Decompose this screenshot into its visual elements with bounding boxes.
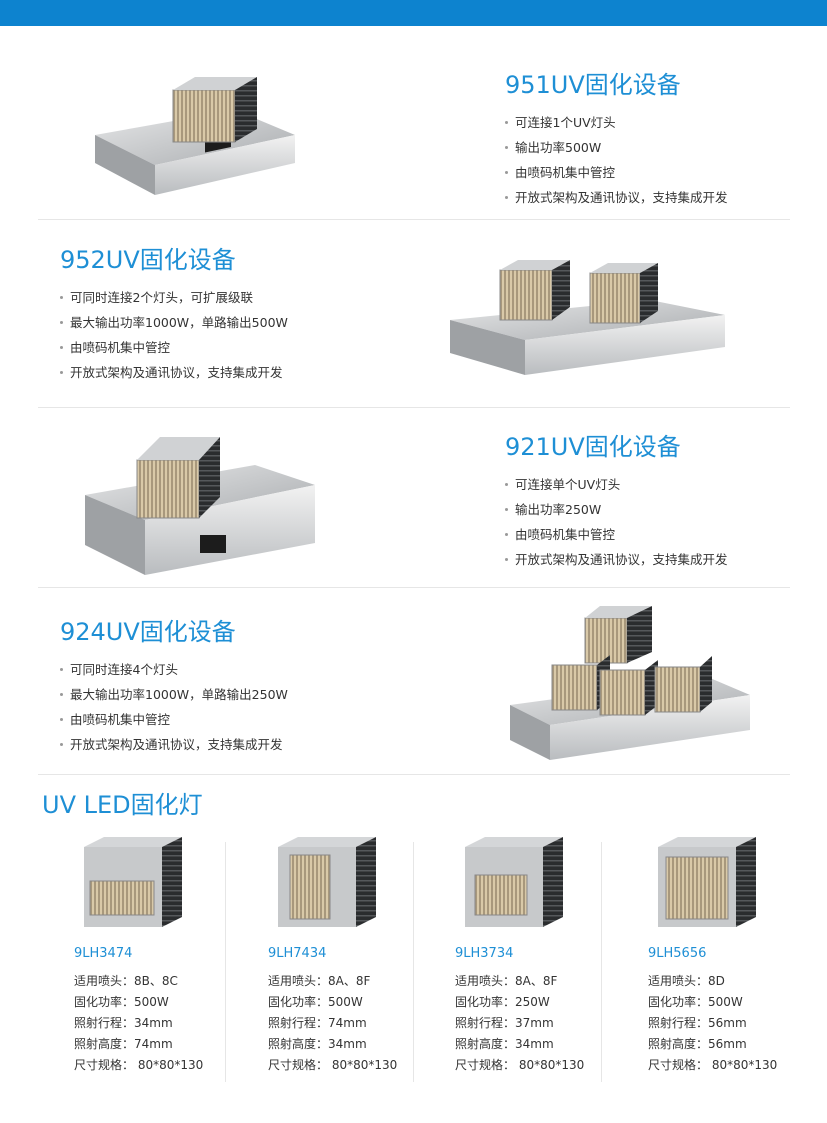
section-divider <box>38 774 790 775</box>
spec-line: 照射高度：56mm <box>648 1037 747 1051</box>
product-title: 921UV固化设备 <box>505 433 681 461</box>
feature-item: 可连接单个UV灯头 <box>505 472 728 497</box>
feature-item: 由喷码机集中管控 <box>60 707 288 732</box>
feature-item: 开放式架构及通讯协议，支持集成开发 <box>505 547 728 572</box>
spec-line: 照射行程：74mm <box>268 1016 367 1030</box>
lamp-specs: 适用喷头：8D 固化功率：500W 照射行程：56mm 照射高度：56mm 尺寸… <box>648 971 827 1076</box>
feature-item: 最大输出功率1000W，单路输出500W <box>60 310 288 335</box>
spec-line: 固化功率：500W <box>648 995 743 1009</box>
bullet-dot-icon <box>505 533 508 536</box>
column-divider <box>225 842 226 1082</box>
bullet-dot-icon <box>60 743 63 746</box>
product-921: 921UV固化设备 可连接单个UV灯头 输出功率250W 由喷码机集中管控 开放… <box>505 432 728 572</box>
feature-item: 开放式架构及通讯协议，支持集成开发 <box>60 732 288 757</box>
feature-item: 输出功率250W <box>505 497 728 522</box>
section-divider <box>38 219 790 220</box>
lamp-9lh3734: 9LH3734 适用喷头：8A、8F 固化功率：250W 照射行程：37mm 照… <box>455 835 635 1076</box>
spec-line: 固化功率：250W <box>455 995 550 1009</box>
bullet-dot-icon <box>505 146 508 149</box>
lamp-specs: 适用喷头：8A、8F 固化功率：500W 照射行程：74mm 照射高度：34mm… <box>268 971 448 1076</box>
bullet-dot-icon <box>505 483 508 486</box>
feature-list: 可连接1个UV灯头 输出功率500W 由喷码机集中管控 开放式架构及通讯协议，支… <box>505 110 728 210</box>
lamp-image <box>465 837 563 927</box>
lamp-model: 9LH3474 <box>74 946 133 961</box>
lamp-specs: 适用喷头：8A、8F 固化功率：250W 照射行程：37mm 照射高度：34mm… <box>455 971 635 1076</box>
feature-item: 由喷码机集中管控 <box>505 522 728 547</box>
bullet-dot-icon <box>60 693 63 696</box>
feature-list: 可连接单个UV灯头 输出功率250W 由喷码机集中管控 开放式架构及通讯协议，支… <box>505 472 728 572</box>
feature-item: 最大输出功率1000W，单路输出250W <box>60 682 288 707</box>
feature-item: 可连接1个UV灯头 <box>505 110 728 135</box>
bullet-dot-icon <box>505 171 508 174</box>
bullet-dot-icon <box>60 346 63 349</box>
spec-line: 尺寸规格： 80*80*130 <box>268 1058 398 1072</box>
feature-list: 可同时连接2个灯头，可扩展级联 最大输出功率1000W，单路输出500W 由喷码… <box>60 285 288 385</box>
bullet-dot-icon <box>60 371 63 374</box>
bullet-dot-icon <box>60 296 63 299</box>
lamp-9lh7434: 9LH7434 适用喷头：8A、8F 固化功率：500W 照射行程：74mm 照… <box>268 835 448 1076</box>
column-divider <box>413 842 414 1082</box>
feature-item: 由喷码机集中管控 <box>60 335 288 360</box>
lamp-image <box>278 837 376 927</box>
spec-line: 适用喷头：8D <box>648 974 725 988</box>
spec-line: 照射高度：34mm <box>268 1037 367 1051</box>
lamp-specs: 适用喷头：8B、8C 固化功率：500W 照射行程：34mm 照射高度：74mm… <box>74 971 254 1076</box>
spec-line: 适用喷头：8A、8F <box>455 974 558 988</box>
spec-line: 照射行程：37mm <box>455 1016 554 1030</box>
lamp-image <box>84 837 182 927</box>
product-image-921 <box>75 425 325 585</box>
lamp-model: 9LH3734 <box>455 946 514 961</box>
spec-line: 照射高度：74mm <box>74 1037 173 1051</box>
spec-line: 尺寸规格： 80*80*130 <box>648 1058 778 1072</box>
feature-list: 可同时连接4个灯头 最大输出功率1000W，单路输出250W 由喷码机集中管控 … <box>60 657 288 757</box>
lamp-9lh3474: 9LH3474 适用喷头：8B、8C 固化功率：500W 照射行程：34mm 照… <box>74 835 254 1076</box>
feature-item: 输出功率500W <box>505 135 728 160</box>
bullet-dot-icon <box>505 558 508 561</box>
product-952: 952UV固化设备 可同时连接2个灯头，可扩展级联 最大输出功率1000W，单路… <box>60 245 288 385</box>
product-image-952 <box>440 245 730 385</box>
bullet-dot-icon <box>60 718 63 721</box>
spec-line: 固化功率：500W <box>268 995 363 1009</box>
lamp-model: 9LH5656 <box>648 946 707 961</box>
bullet-dot-icon <box>505 121 508 124</box>
section-divider <box>38 587 790 588</box>
lamp-9lh5656: 9LH5656 适用喷头：8D 固化功率：500W 照射行程：56mm 照射高度… <box>648 835 827 1076</box>
product-title: 951UV固化设备 <box>505 71 681 99</box>
feature-item: 可同时连接4个灯头 <box>60 657 288 682</box>
product-image-924 <box>500 600 755 765</box>
feature-item: 由喷码机集中管控 <box>505 160 728 185</box>
spec-line: 固化功率：500W <box>74 995 169 1009</box>
bullet-dot-icon <box>505 508 508 511</box>
product-924: 924UV固化设备 可同时连接4个灯头 最大输出功率1000W，单路输出250W… <box>60 617 288 757</box>
feature-item: 开放式架构及通讯协议，支持集成开发 <box>60 360 288 385</box>
spec-line: 照射行程：56mm <box>648 1016 747 1030</box>
product-951: 951UV固化设备 可连接1个UV灯头 输出功率500W 由喷码机集中管控 开放… <box>505 70 728 210</box>
feature-item: 开放式架构及通讯协议，支持集成开发 <box>505 185 728 210</box>
product-title: 952UV固化设备 <box>60 246 236 274</box>
feature-item: 可同时连接2个灯头，可扩展级联 <box>60 285 288 310</box>
bullet-dot-icon <box>60 668 63 671</box>
spec-line: 照射高度：34mm <box>455 1037 554 1051</box>
bullet-dot-icon <box>505 196 508 199</box>
column-divider <box>601 842 602 1082</box>
product-image-951 <box>85 55 305 205</box>
spec-line: 尺寸规格： 80*80*130 <box>74 1058 204 1072</box>
spec-line: 尺寸规格： 80*80*130 <box>455 1058 585 1072</box>
top-header-bar <box>0 0 827 26</box>
spec-line: 适用喷头：8A、8F <box>268 974 371 988</box>
spec-line: 适用喷头：8B、8C <box>74 974 178 988</box>
lamp-image <box>658 837 756 927</box>
led-section-title: UV LED固化灯 <box>42 791 203 819</box>
lamp-model: 9LH7434 <box>268 946 327 961</box>
section-divider <box>38 407 790 408</box>
spec-line: 照射行程：34mm <box>74 1016 173 1030</box>
product-title: 924UV固化设备 <box>60 618 236 646</box>
bullet-dot-icon <box>60 321 63 324</box>
